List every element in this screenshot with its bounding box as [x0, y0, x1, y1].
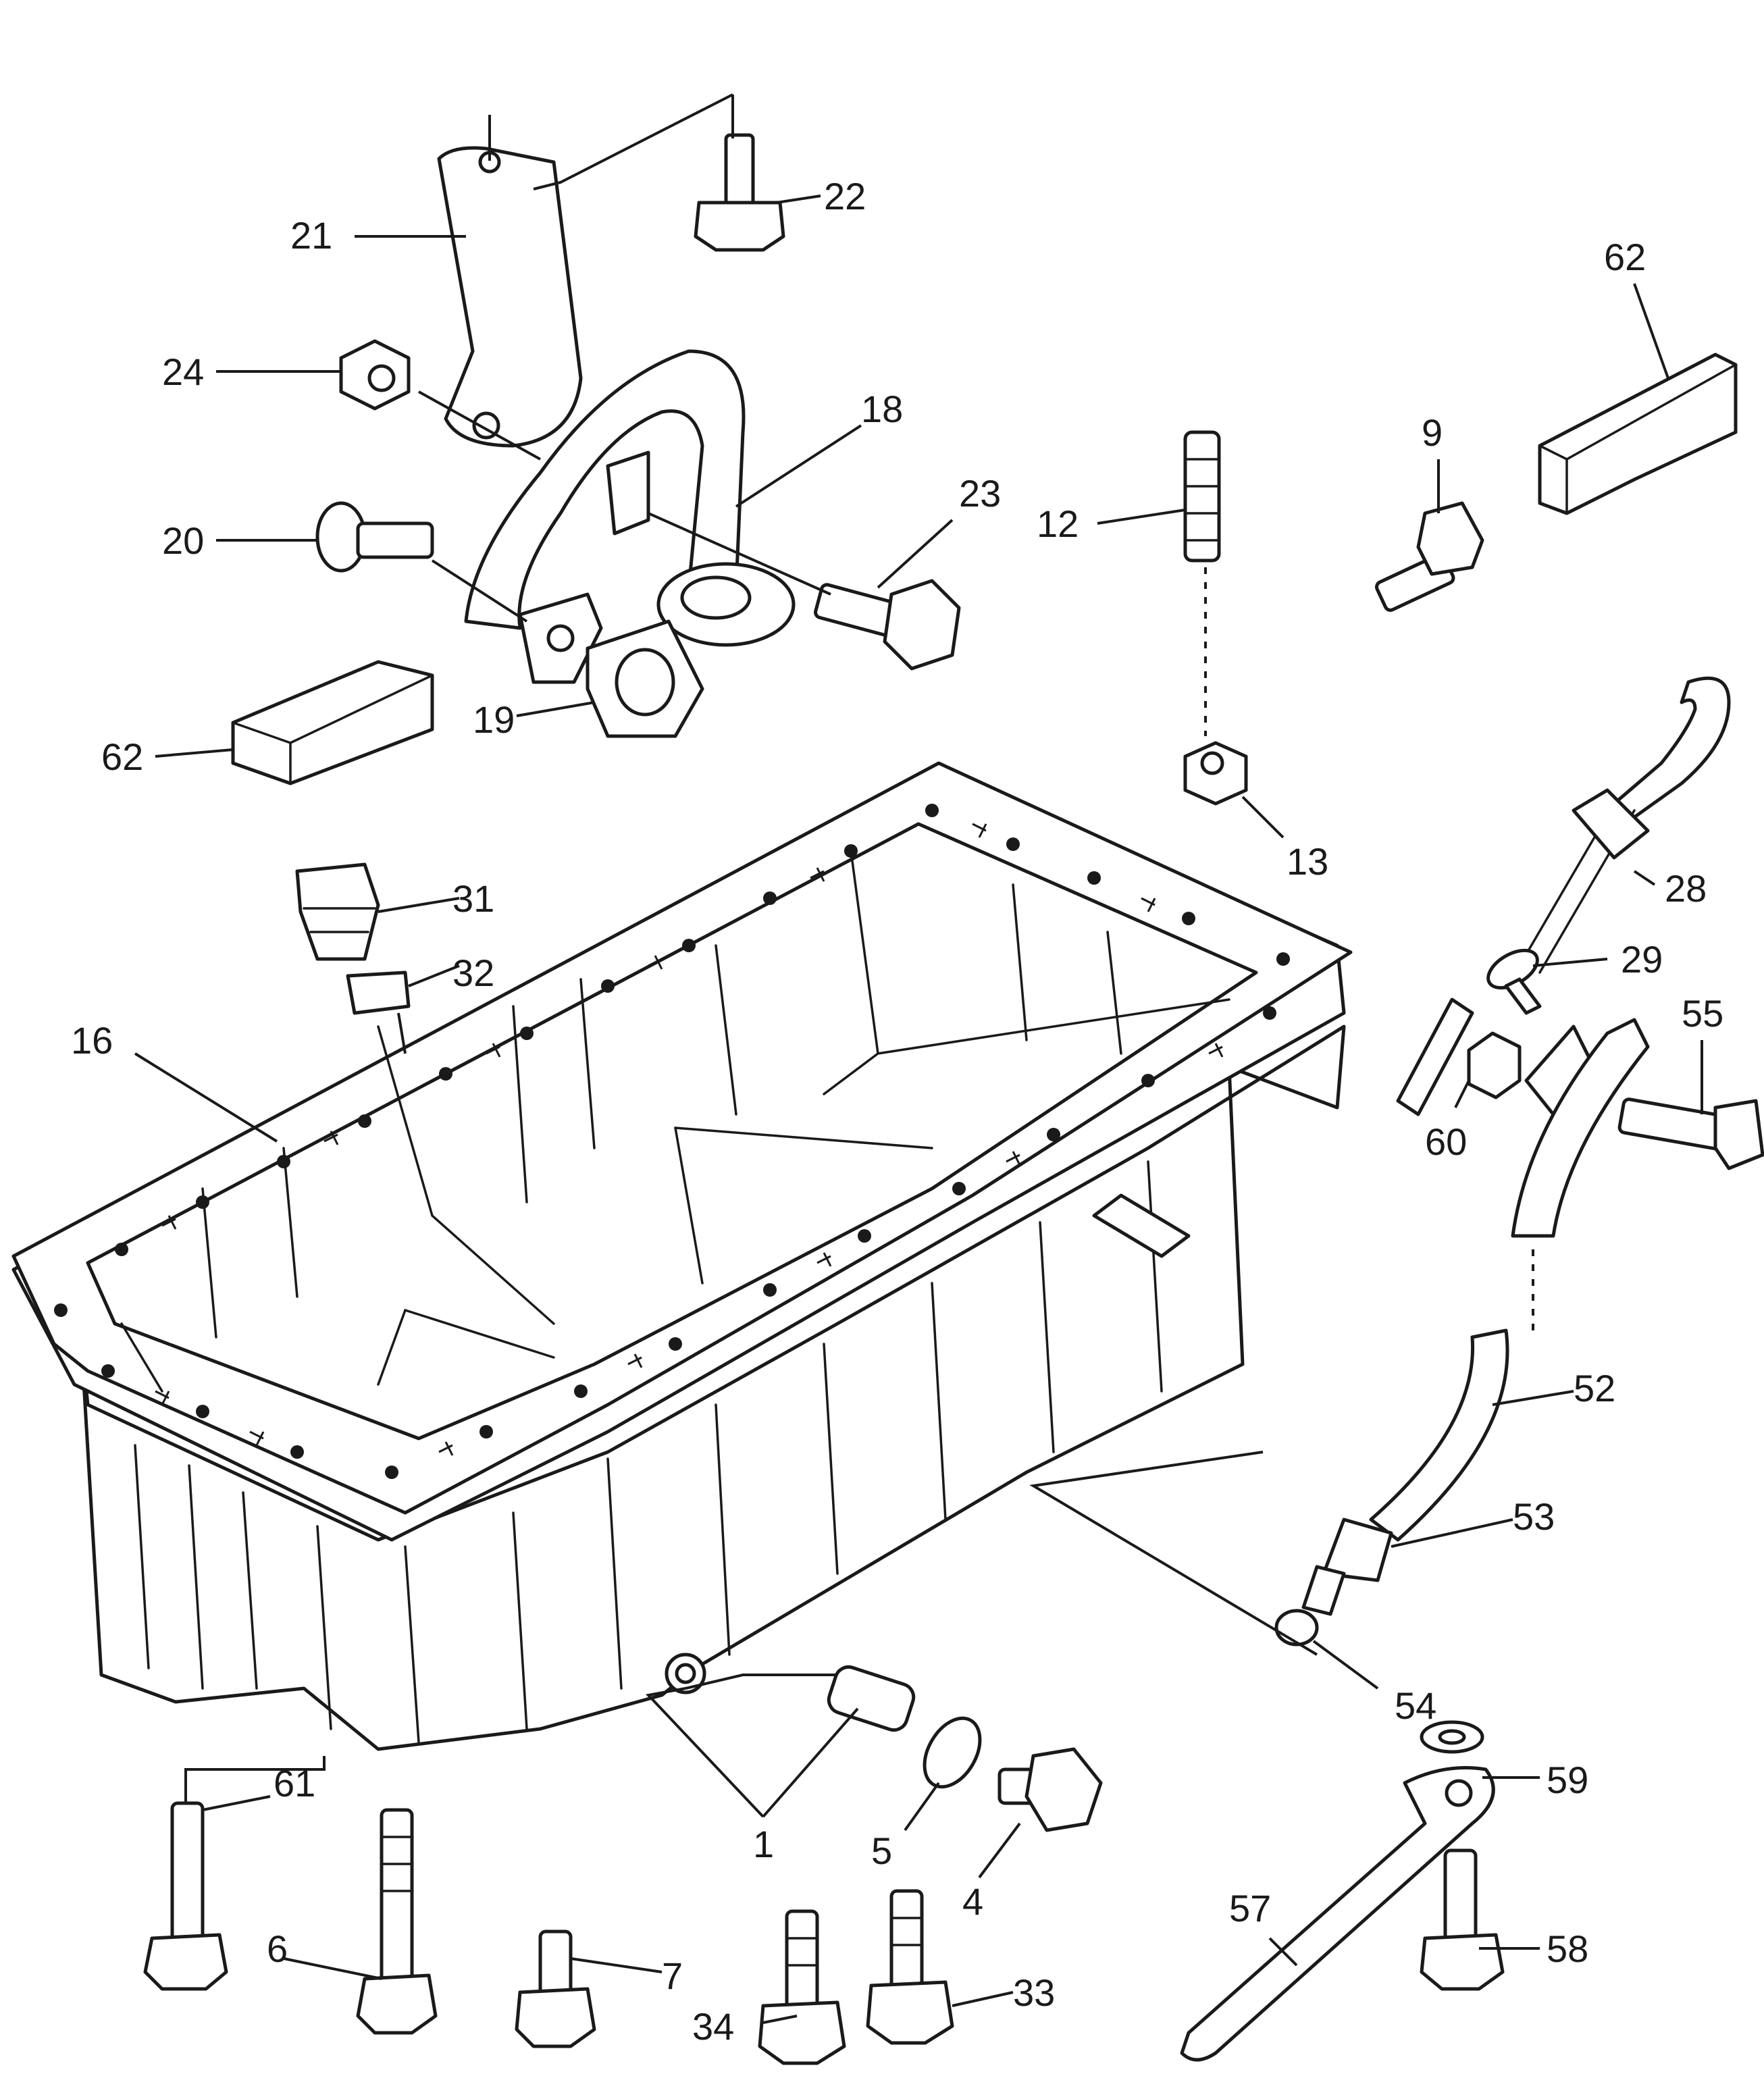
callout-13: 13 — [1287, 840, 1328, 883]
callout-labels: 21 22 24 18 23 20 19 62 62 12 9 13 28 29… — [71, 175, 1723, 2048]
strap-57 — [1180, 1766, 1495, 2062]
callout-62-right: 62 — [1604, 236, 1646, 278]
callout-22: 22 — [824, 175, 866, 217]
callout-24: 24 — [162, 351, 204, 393]
washer-59 — [1420, 1720, 1484, 1754]
drain-plug-1 — [827, 1665, 916, 1732]
stud-12 — [1183, 430, 1221, 736]
callout-31: 31 — [452, 877, 494, 920]
callout-4: 4 — [962, 1880, 983, 1923]
o-ring-5 — [923, 1716, 982, 1789]
callout-18: 18 — [861, 388, 903, 430]
callout-16: 16 — [71, 1019, 113, 1062]
callout-62-left: 62 — [101, 735, 143, 778]
callout-32: 32 — [452, 952, 494, 994]
callout-9: 9 — [1422, 411, 1443, 454]
callout-12: 12 — [1037, 502, 1079, 545]
fitting-53 — [1301, 1518, 1393, 1616]
bolt-55 — [1617, 1097, 1764, 1170]
bolt-34 — [758, 1909, 846, 2065]
nut-13 — [1183, 741, 1248, 806]
bolt-33 — [866, 1889, 954, 2045]
callout-29: 29 — [1621, 938, 1663, 981]
callout-59: 59 — [1547, 1759, 1588, 1801]
plug-31 — [295, 862, 380, 961]
nut-60 — [1467, 1031, 1522, 1099]
bolt-23 — [814, 579, 961, 671]
strainer-gasket — [586, 619, 704, 738]
dipstick-key — [1396, 997, 1474, 1116]
callout-7: 7 — [662, 1954, 683, 1997]
bolt-22 — [694, 133, 785, 252]
spacer-block-62-left — [231, 660, 434, 785]
strainer-bracket — [437, 115, 583, 448]
hose-52 — [1369, 1328, 1509, 1542]
callout-21: 21 — [290, 214, 332, 257]
bolt-6 — [356, 1808, 438, 2035]
callout-28: 28 — [1665, 867, 1707, 910]
spacer-block-62-right — [1538, 353, 1738, 515]
callout-6: 6 — [267, 1927, 288, 1970]
nut-24 — [339, 339, 411, 411]
callout-57: 57 — [1229, 1887, 1271, 1929]
bolt-7 — [515, 1929, 596, 2048]
callout-33: 33 — [1013, 1971, 1055, 2014]
callout-5: 5 — [871, 1830, 892, 1872]
callout-53: 53 — [1513, 1495, 1555, 1538]
drain-bolt-4 — [997, 1747, 1103, 1832]
callout-60: 60 — [1425, 1120, 1467, 1163]
bolt-61 — [143, 1801, 228, 1991]
bolt-20 — [315, 501, 434, 573]
callout-52: 52 — [1574, 1367, 1615, 1409]
bolt-58 — [1420, 1848, 1505, 1991]
callout-1: 1 — [753, 1823, 774, 1865]
dipstick — [1486, 676, 1731, 1015]
leader-lines — [134, 93, 1703, 2024]
callout-19: 19 — [473, 698, 515, 741]
washer-32 — [346, 970, 411, 1015]
callout-20: 20 — [162, 519, 204, 562]
oil-pan — [11, 761, 1353, 1751]
callout-55: 55 — [1682, 992, 1723, 1035]
callout-58: 58 — [1547, 1927, 1588, 1970]
dipstick-guide-tube — [1511, 1018, 1650, 1330]
callout-34: 34 — [692, 2005, 734, 2048]
cap-54 — [1274, 1609, 1319, 1647]
callout-61: 61 — [274, 1762, 315, 1805]
callout-23: 23 — [959, 472, 1001, 515]
bolt-9 — [1374, 501, 1484, 612]
callout-54: 54 — [1395, 1684, 1436, 1727]
